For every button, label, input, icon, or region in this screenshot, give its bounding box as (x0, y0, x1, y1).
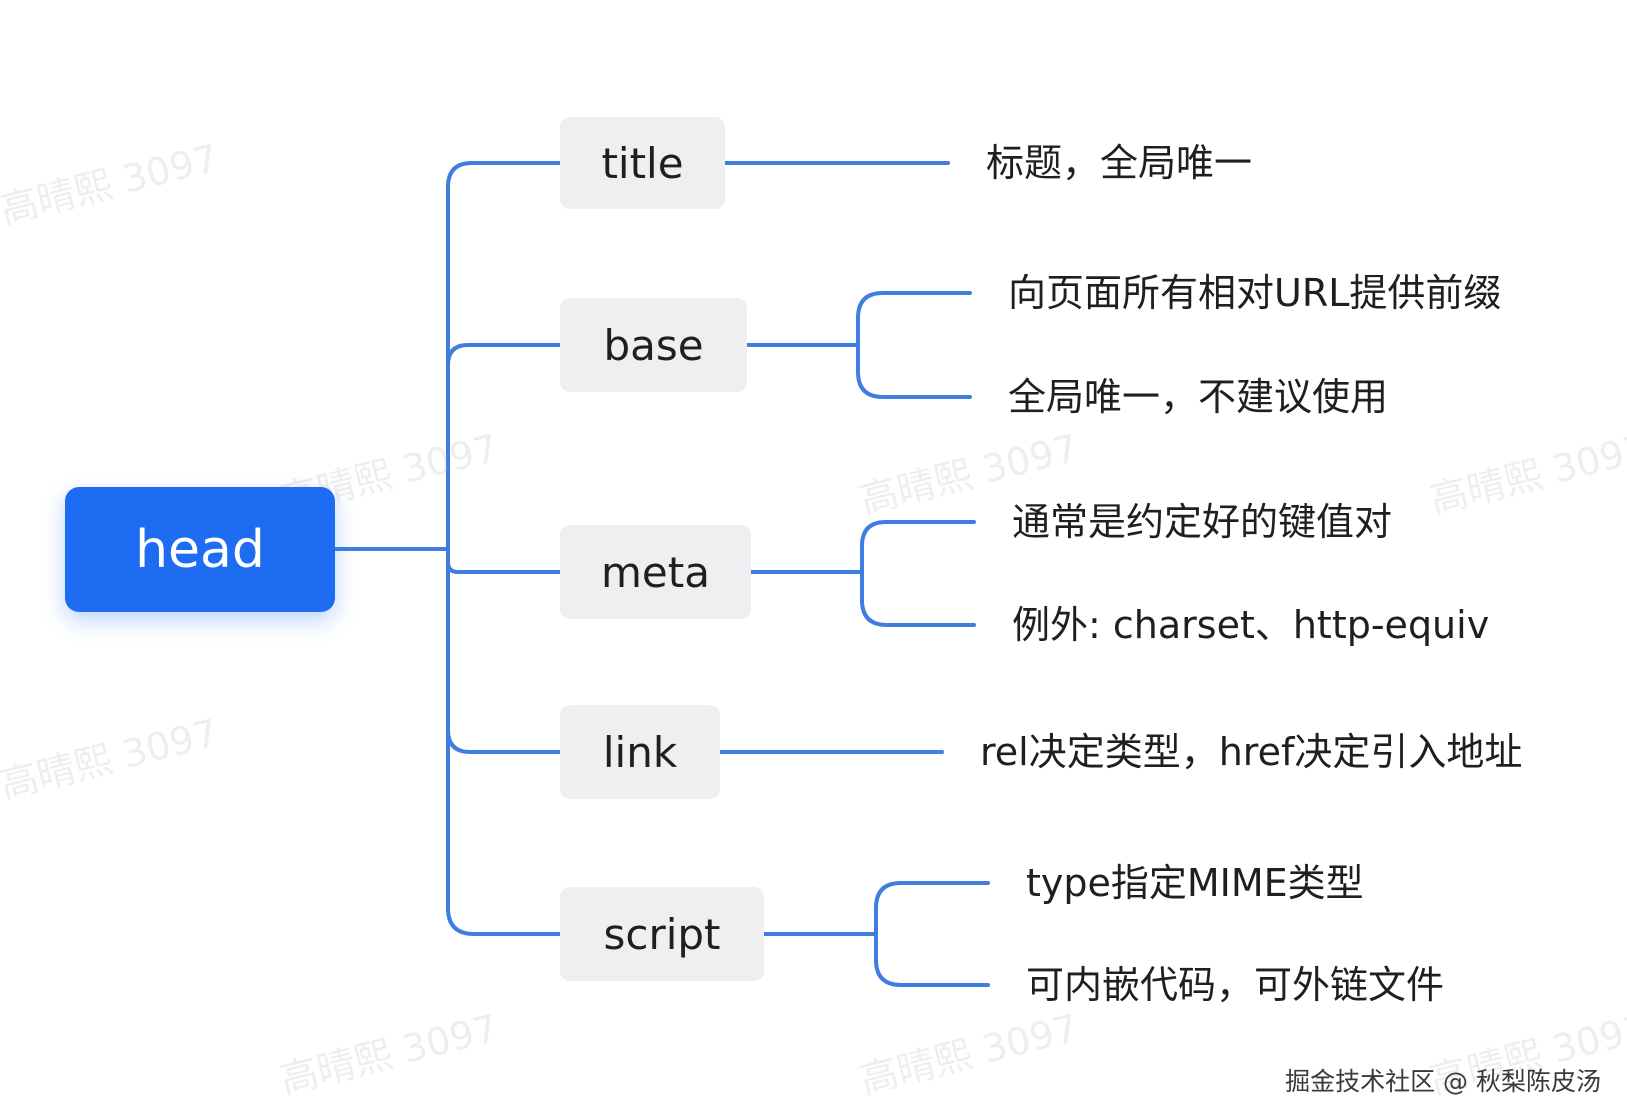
connector-title (446, 161, 562, 551)
leaf-script-2: 可内嵌代码，可外链文件 (1026, 963, 1445, 1007)
leaf-script-1: type指定MIME类型 (1026, 861, 1364, 905)
connector-meta (446, 547, 562, 574)
node-meta: meta (560, 525, 751, 619)
connector-script-leaf-2 (874, 932, 990, 987)
leaf-base-2: 全局唯一，不建议使用 (1008, 375, 1389, 419)
connector-base-leaf-1 (856, 291, 972, 347)
connector-meta-leaf-1 (860, 520, 976, 574)
leaf-link-1: rel决定类型，href决定引入地址 (980, 730, 1523, 774)
node-base: base (560, 298, 747, 392)
node-title: title (560, 117, 725, 209)
leaf-meta-2: 例外: charset、http-equiv (1012, 603, 1490, 647)
connector-meta-leaf-2 (860, 570, 976, 627)
node-script: script (560, 887, 764, 981)
connector-script-leaf-1 (874, 881, 990, 936)
credit-caption: 掘金技术社区 @ 秋梨陈皮汤 (1285, 1067, 1601, 1096)
connector-base (446, 343, 562, 367)
leaf-title-1: 标题，全局唯一 (986, 141, 1253, 185)
connector-link (446, 547, 562, 754)
connector-base-leaf-2 (856, 343, 972, 399)
node-link: link (560, 705, 720, 799)
leaf-meta-1: 通常是约定好的键值对 (1012, 500, 1393, 544)
root-node-head: head (65, 487, 335, 612)
leaf-base-1: 向页面所有相对URL提供前缀 (1008, 271, 1502, 315)
connector-script (446, 547, 562, 936)
